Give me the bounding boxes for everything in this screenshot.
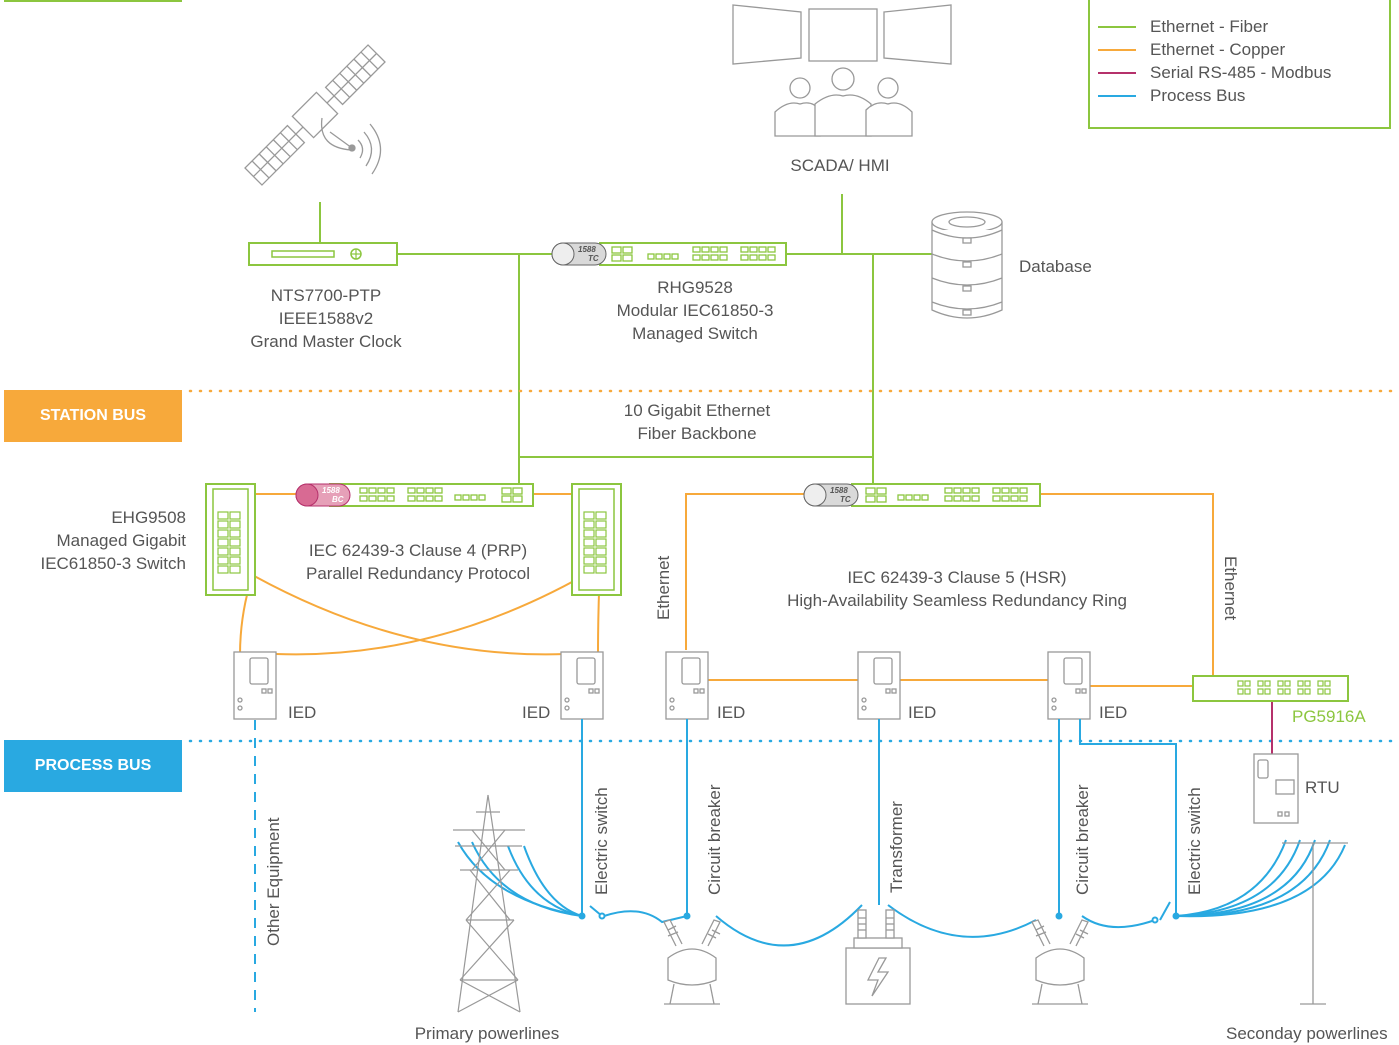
ied-label-4: IED	[908, 703, 937, 722]
scada-hmi-icon	[732, 4, 952, 137]
legend-swatch-process	[1098, 95, 1136, 97]
ied-2	[560, 651, 604, 720]
database-label: Database	[1019, 257, 1092, 276]
circuit-breaker-icon-right	[1031, 919, 1089, 1005]
ehg-label-2: Managed Gigabit	[56, 531, 186, 550]
hsr-label-1: IEC 62439-3 Clause 5 (HSR)	[847, 568, 1067, 587]
legend-item-serial: Serial RS-485 - Modbus	[1098, 62, 1331, 84]
transformer-icon	[845, 909, 911, 1005]
rtu-device	[1253, 753, 1299, 824]
circuit-breaker-label-left: Circuit breaker	[705, 784, 724, 895]
database-icon	[931, 211, 1003, 319]
legend-item-copper: Ethernet - Copper	[1098, 39, 1285, 61]
ied-label-2: IED	[522, 703, 551, 722]
legend-item-fiber: Ethernet - Fiber	[1098, 16, 1268, 38]
legend-swatch-copper	[1098, 49, 1136, 51]
secondary-powerlines-label: Seconday powerlines	[1226, 1024, 1388, 1043]
ehg-vertical-switch-left	[205, 483, 256, 596]
hsr-label-2: High-Availability Seamless Redundancy Ri…	[787, 591, 1127, 610]
ehg-label-1: EHG9508	[111, 508, 186, 527]
process-nodes	[578, 912, 1180, 920]
ehg-label-3: IEC61850-3 Switch	[40, 554, 186, 573]
secondary-pole-icon	[1282, 842, 1348, 1005]
tc-label-top: 1588	[578, 245, 596, 254]
primary-powerlines-label: Primary powerlines	[414, 1024, 560, 1043]
legend-swatch-serial	[1098, 72, 1136, 74]
ethernet-label-right: Ethernet	[1221, 556, 1240, 621]
circuit-breaker-icon-left	[663, 919, 721, 1005]
switch-blades	[589, 901, 1171, 924]
ied-label-3: IED	[717, 703, 746, 722]
rhg-label-1: RHG9528	[657, 278, 733, 297]
fiber-links	[397, 194, 932, 484]
prp-label-1: IEC 62439-3 Clause 4 (PRP)	[308, 541, 528, 560]
rhg-label-2: Modular IEC61850-3	[616, 301, 774, 320]
ehg-vertical-switch-right	[571, 483, 622, 596]
ied-3	[665, 651, 709, 720]
legend-label-process: Process Bus	[1150, 86, 1246, 105]
tc-sub-hsr: TC	[840, 495, 851, 504]
electric-switch-label-right: Electric switch	[1185, 787, 1204, 895]
tc-sub-top: TC	[588, 254, 599, 263]
hsr-switch	[803, 483, 1041, 507]
station-bus-label: STATION BUS	[4, 390, 182, 442]
clock-label-3: Grand Master Clock	[250, 332, 402, 351]
legend-swatch-fiber	[1098, 26, 1136, 28]
tc-label-hsr: 1588	[830, 486, 848, 495]
scada-label: SCADA/ HMI	[790, 156, 890, 175]
backbone-label-1: 10 Gigabit Ethernet	[623, 401, 771, 420]
pg5916a-device	[1192, 675, 1349, 702]
legend-label-serial: Serial RS-485 - Modbus	[1150, 63, 1332, 82]
ied-5	[1047, 651, 1091, 720]
rhg-label-3: Managed Switch	[632, 324, 758, 343]
ied-1	[233, 651, 277, 720]
grand-master-clock-device	[248, 242, 398, 266]
ied-devices	[233, 651, 1091, 720]
bc-label: 1588	[322, 486, 340, 495]
process-links	[254, 719, 1346, 1012]
ethernet-label-left: Ethernet	[654, 555, 673, 620]
pg5916a-label: PG5916A	[1292, 707, 1366, 726]
legend-label-fiber: Ethernet - Fiber	[1150, 17, 1269, 36]
bc-sub: BC	[332, 495, 344, 504]
legend-item-process: Process Bus	[1098, 85, 1245, 107]
rhg9528-switch	[551, 242, 787, 266]
process-bus-label: PROCESS BUS	[4, 740, 182, 792]
circuit-breaker-label-right: Circuit breaker	[1073, 784, 1092, 895]
legend-box: Ethernet - Fiber Ethernet - Copper Seria…	[1088, 0, 1391, 129]
ied-label-5: IED	[1099, 703, 1128, 722]
transformer-label: Transformer	[887, 801, 906, 893]
ied-4	[857, 651, 901, 720]
ied-label-1: IED	[288, 703, 317, 722]
electric-switch-label-left: Electric switch	[592, 787, 611, 895]
other-equipment-label: Other Equipment	[264, 817, 283, 946]
prp-label-2: Parallel Redundancy Protocol	[306, 564, 530, 583]
backbone-label-2: Fiber Backbone	[637, 424, 757, 443]
clock-label-1: NTS7700-PTP	[270, 286, 382, 305]
satellite-icon	[244, 44, 386, 186]
legend-label-copper: Ethernet - Copper	[1150, 40, 1286, 59]
ehg9508-switch	[295, 483, 534, 507]
rtu-label: RTU	[1305, 778, 1340, 797]
clock-label-2: IEEE1588v2	[278, 309, 374, 328]
transmission-tower-icon	[453, 794, 525, 1013]
